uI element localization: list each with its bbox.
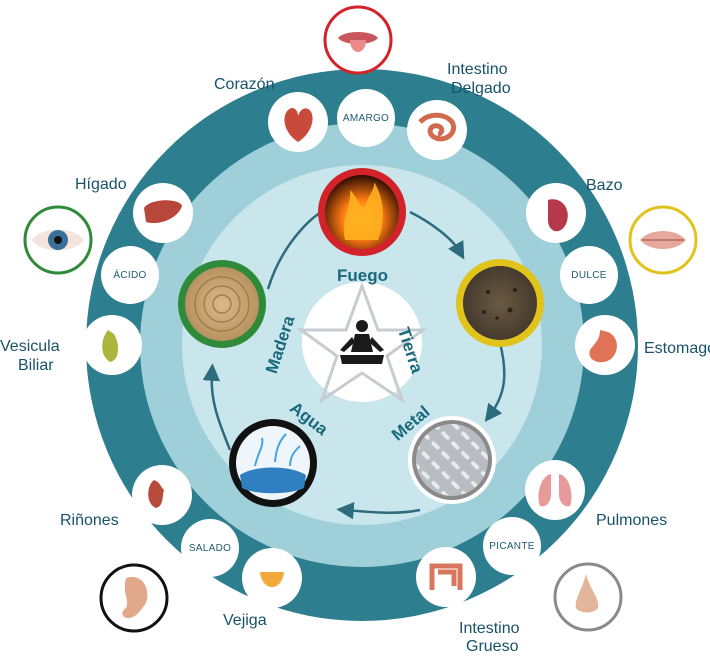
- taste-amargo-label: AMARGO: [337, 89, 395, 147]
- tongue-icon: [325, 7, 391, 73]
- nose-icon: [555, 564, 621, 630]
- organ-pulmones-icon: [525, 460, 585, 520]
- label-vesicula-2: Biliar: [18, 356, 54, 375]
- element-madera-image: [178, 260, 266, 348]
- label-higado: Hígado: [75, 175, 127, 194]
- label-rinones: Riñones: [60, 511, 119, 530]
- label-intestino-grueso-1: Intestino: [459, 619, 519, 638]
- organ-vejiga-icon: [242, 548, 302, 608]
- label-vejiga: Vejiga: [223, 611, 267, 630]
- taste-salado-label: SALADO: [181, 519, 239, 577]
- element-fuego-image: [318, 168, 406, 256]
- organ-vesicula-icon: [82, 315, 142, 375]
- label-intestino-delgado-2: Delgado: [451, 79, 511, 98]
- organ-rinones-icon: [132, 465, 192, 525]
- element-metal-image: [408, 416, 496, 504]
- label-intestino-delgado-1: Intestino: [447, 60, 507, 79]
- ear-icon: [101, 565, 167, 631]
- organ-estomago-icon: [575, 315, 635, 375]
- element-fuego-label: Fuego: [337, 266, 388, 286]
- element-agua-image: [229, 419, 317, 507]
- organ-higado-icon: [133, 183, 193, 243]
- taste-dulce-label: DULCE: [560, 246, 618, 304]
- lips-icon: [630, 207, 696, 273]
- taste-picante-label: PICANTE: [483, 517, 541, 575]
- label-estomago: Estomago: [644, 339, 710, 358]
- element-tierra-image: [456, 259, 544, 347]
- taste-acido-label: ÁCIDO: [101, 246, 159, 304]
- label-vesicula-1: Vesicula: [0, 337, 60, 356]
- eye-icon: [25, 207, 91, 273]
- label-bazo: Bazo: [586, 176, 622, 195]
- organ-intestino-delgado-icon: [407, 100, 467, 160]
- organ-intestino-grueso-icon: [416, 547, 476, 607]
- organ-bazo-icon: [526, 183, 586, 243]
- label-corazon: Corazón: [214, 75, 274, 94]
- organ-corazon-icon: [268, 92, 328, 152]
- label-pulmones: Pulmones: [596, 511, 667, 530]
- label-intestino-grueso-2: Grueso: [466, 637, 518, 656]
